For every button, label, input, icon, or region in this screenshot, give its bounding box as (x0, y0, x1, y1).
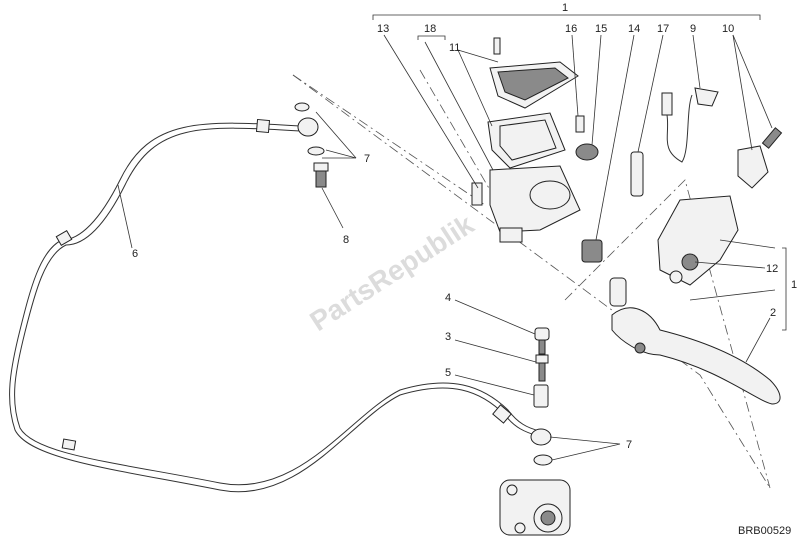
diagram-code: BRB00529 (738, 525, 791, 537)
ref-1-right: 1 (791, 279, 797, 291)
group-brackets (372, 14, 787, 331)
reservoir-cap (489, 37, 579, 109)
upper-banjo-fittings (294, 102, 329, 188)
ref-12: 12 (766, 263, 778, 275)
reference-numbers: 1 18 13 11 16 15 14 17 9 10 7 6 8 4 3 5 … (132, 2, 797, 451)
ref-16: 16 (565, 23, 577, 35)
ref-1-top: 1 (562, 2, 568, 14)
ref-15: 15 (595, 23, 607, 35)
small-parts (575, 115, 644, 307)
clutch-switch (661, 87, 719, 163)
ref-6: 6 (132, 248, 138, 260)
reservoir-body (471, 165, 581, 243)
leader-lines (117, 34, 776, 461)
lower-fittings (533, 327, 553, 466)
slave-cylinder (499, 479, 571, 536)
reservoir-diaphragm (487, 112, 566, 169)
ref-17: 17 (657, 23, 669, 35)
master-cylinder-body (657, 195, 739, 286)
clutch-lever (611, 307, 781, 405)
ref-10: 10 (722, 23, 734, 35)
ref-7-lower: 7 (626, 439, 632, 451)
ref-9: 9 (690, 23, 696, 35)
ref-11: 11 (449, 42, 460, 54)
lever-clamp (737, 127, 783, 189)
ref-3: 3 (445, 331, 451, 343)
ref-5: 5 (445, 367, 451, 379)
ref-13: 13 (377, 23, 389, 35)
ref-7-upper: 7 (364, 153, 370, 165)
watermark: PartsRepublik (304, 208, 479, 337)
ref-18: 18 (424, 23, 436, 35)
ref-8: 8 (343, 234, 349, 246)
ref-2: 2 (770, 307, 776, 319)
ref-14: 14 (628, 23, 640, 35)
ref-4: 4 (445, 292, 451, 304)
